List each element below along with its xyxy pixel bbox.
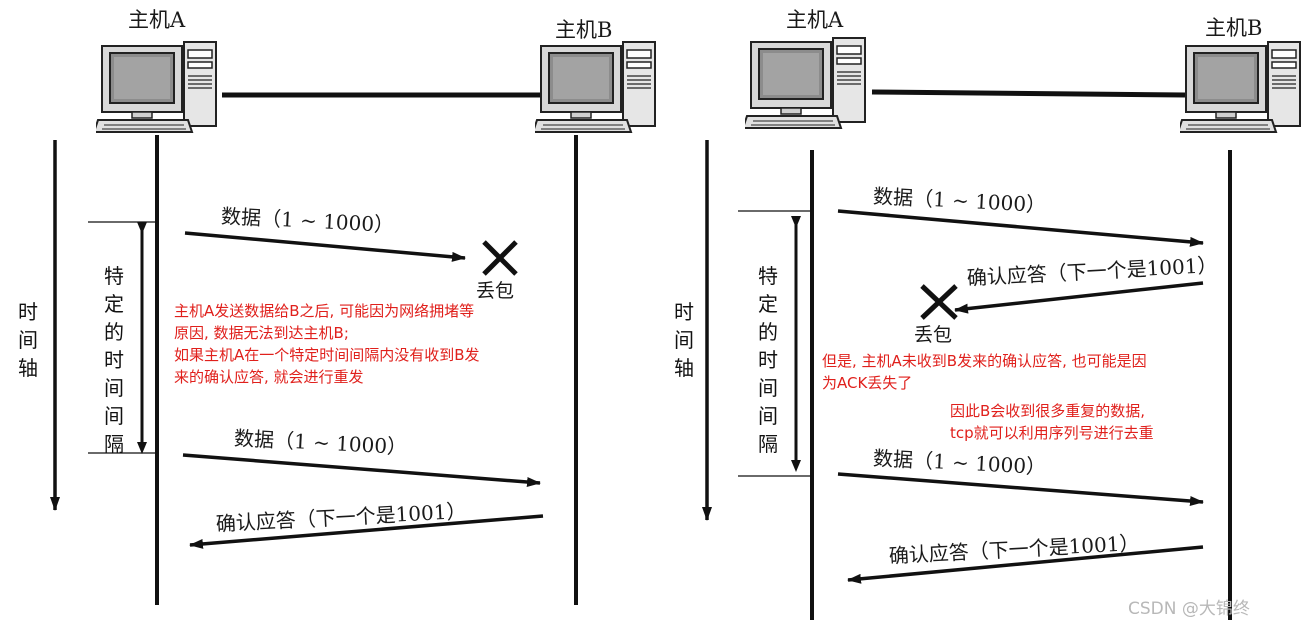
packet-loss-icon: [482, 240, 518, 276]
host-b-computer-icon: [1180, 41, 1301, 133]
packet-loss-icon: [920, 284, 958, 320]
left-panel-graphics: [50, 41, 656, 605]
host-a-computer-icon: [96, 41, 217, 133]
host-a-label: 主机A: [786, 8, 844, 32]
note-line: 主机A发送数据给B之后, 可能因为网络拥堵等: [174, 302, 475, 320]
data-arrow-1: [184, 231, 466, 262]
right-panel-graphics: [702, 37, 1301, 620]
note-line: 为ACK丢失了: [822, 374, 913, 392]
explanation-note-2: 因此B会收到很多重复的数据, tcp就可以利用序列号进行去重: [950, 400, 1154, 444]
note-line: tcp就可以利用序列号进行去重: [950, 424, 1154, 442]
interval-label: 特定的时间间隔: [758, 264, 778, 456]
watermark: CSDN @大锦终: [1128, 599, 1250, 619]
explanation-note-1: 但是, 主机A未收到B发来的确认应答, 也可能是因 为ACK丢失了: [822, 350, 1147, 394]
host-b-label: 主机B: [555, 18, 613, 42]
host-a-computer-icon: [745, 37, 866, 129]
note-line: 但是, 主机A未收到B发来的确认应答, 也可能是因: [822, 352, 1147, 370]
data-arrow-2: [837, 472, 1204, 506]
ack-arrow-2: [847, 545, 1204, 584]
packet-loss-label: 丢包: [476, 280, 515, 302]
note-line: 原因, 数据无法到达主机B;: [174, 324, 349, 342]
ack-arrow: [189, 514, 544, 549]
data-arrow-1: [837, 209, 1204, 247]
packet-loss-label: 丢包: [914, 324, 953, 346]
interval-label: 特定的时间间隔: [104, 264, 124, 456]
note-line: 因此B会收到很多重复的数据,: [950, 402, 1146, 420]
host-a-label: 主机A: [128, 8, 186, 32]
time-axis-label: 时间轴: [18, 300, 38, 380]
ack-arrow-1: [954, 281, 1204, 314]
host-b-label: 主机B: [1205, 16, 1263, 40]
host-b-computer-icon: [535, 41, 656, 133]
note-line: 如果主机A在一个特定时间间隔内没有收到B发: [174, 346, 480, 364]
time-axis-label: 时间轴: [674, 300, 694, 380]
explanation-note: 主机A发送数据给B之后, 可能因为网络拥堵等 原因, 数据无法到达主机B; 如果…: [174, 300, 480, 388]
network-link: [871, 89, 1186, 98]
data-arrow-2: [182, 453, 541, 487]
note-line: 来的确认应答, 就会进行重发: [174, 368, 364, 386]
